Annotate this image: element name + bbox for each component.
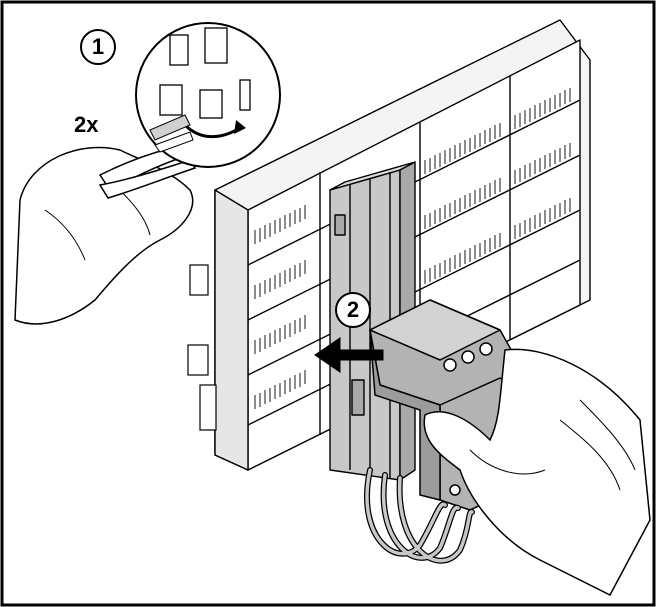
step-1-badge: 1 bbox=[80, 29, 116, 65]
step-2-number: 2 bbox=[346, 297, 360, 322]
hand-icon bbox=[14, 146, 194, 325]
left-clips bbox=[187, 264, 217, 431]
step-1-number: 1 bbox=[91, 34, 105, 59]
arrow-icon bbox=[314, 337, 384, 373]
detail-magnifier bbox=[135, 22, 281, 168]
step-2-badge: 2 bbox=[335, 292, 371, 328]
vent-slots bbox=[254, 88, 571, 409]
step-1-multiplier-label: 2x bbox=[74, 112, 99, 137]
